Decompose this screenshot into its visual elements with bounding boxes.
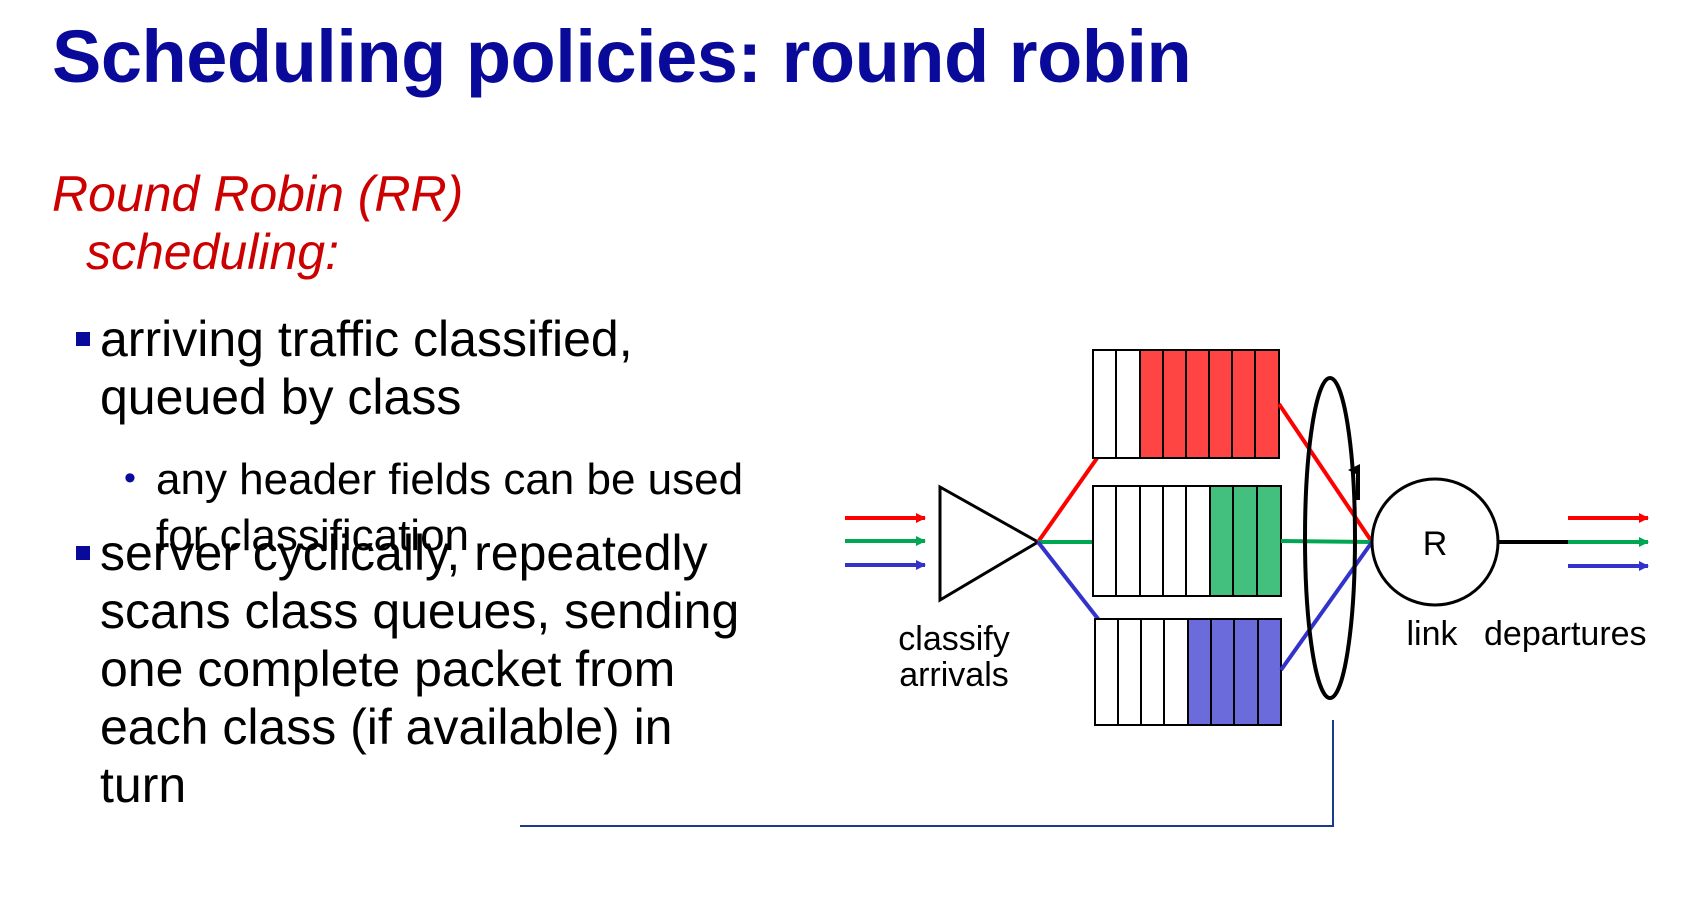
sub-bullet-text: any header fields can be used for classi… bbox=[156, 455, 744, 560]
blue-class-queue bbox=[1094, 618, 1282, 726]
classifier-triangle bbox=[938, 484, 1042, 603]
bullet-text: arriving traffic classified, queued by c… bbox=[100, 311, 633, 425]
subtitle-line-1: Round Robin (RR) bbox=[52, 166, 464, 222]
subtitle: Round Robin (RR) scheduling: bbox=[52, 165, 463, 281]
callout-connector-line bbox=[520, 720, 1334, 827]
red-class-queue bbox=[1092, 349, 1280, 459]
square-bullet-icon bbox=[76, 546, 90, 560]
slide-title: Scheduling policies: round robin bbox=[52, 15, 1192, 98]
classify-label-line-2: arrivals bbox=[899, 656, 1009, 694]
bullet-item: server cyclically, repeatedly scans clas… bbox=[72, 524, 772, 814]
classify-label-line-1: classify bbox=[898, 620, 1009, 658]
round-robin-cycle-ellipse bbox=[1303, 376, 1357, 700]
departures-label: departures bbox=[1484, 615, 1647, 653]
server-label: R bbox=[1423, 525, 1448, 563]
green-class-queue bbox=[1092, 485, 1282, 597]
bullet-text: server cyclically, repeatedly scans clas… bbox=[100, 525, 740, 813]
square-bullet-icon bbox=[76, 332, 90, 346]
blue-queue-to-server-line bbox=[1279, 540, 1374, 672]
bullet-item: arriving traffic classified, queued by c… bbox=[72, 310, 772, 426]
subtitle-line-2: scheduling: bbox=[86, 224, 339, 280]
dot-bullet-icon: • bbox=[124, 459, 136, 497]
sub-bullet-item: • any header fields can be used for clas… bbox=[124, 452, 744, 564]
green-queue-to-server-line bbox=[1280, 539, 1373, 544]
link-label: link bbox=[1406, 615, 1458, 653]
